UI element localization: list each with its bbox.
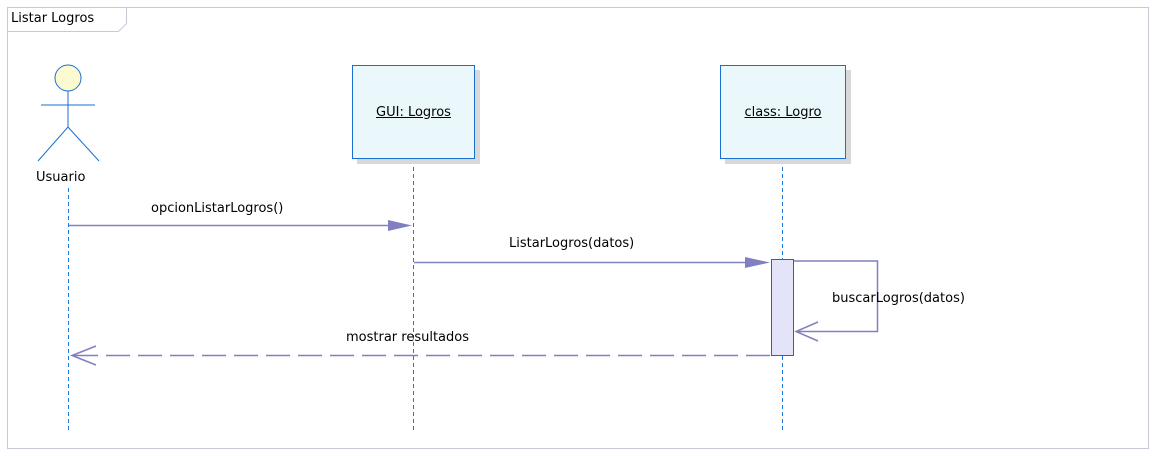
actor-icon [37,64,100,162]
lifeline-box-gui[interactable]: GUI: Logros [352,65,475,159]
message-1-label: opcionListarLogros() [151,201,284,216]
actor-left-leg [37,126,69,162]
message-3-self-line [794,260,879,333]
actor-label: Usuario [36,170,86,185]
actor-right-leg [67,126,100,162]
lifeline-label-gui: GUI: Logros [376,104,451,120]
lifeline-box-class[interactable]: class: Logro [720,65,846,159]
actor-head [54,64,82,92]
frame-title: Listar Logros [11,11,95,26]
lifeline-label-class: class: Logro [744,104,822,120]
message-2-label: ListarLogros(datos) [509,236,635,251]
message-4-arrowhead [69,345,97,366]
message-3-arrowhead [794,321,819,342]
activation-bar [771,259,794,356]
message-2-arrowhead [745,257,770,268]
diagram-frame [7,7,1149,449]
message-4-label: mostrar resultados [346,330,469,345]
message-3-label: buscarLogros(datos) [832,291,965,306]
frame-title-tab [7,7,127,32]
message-1-arrowhead [388,220,412,231]
